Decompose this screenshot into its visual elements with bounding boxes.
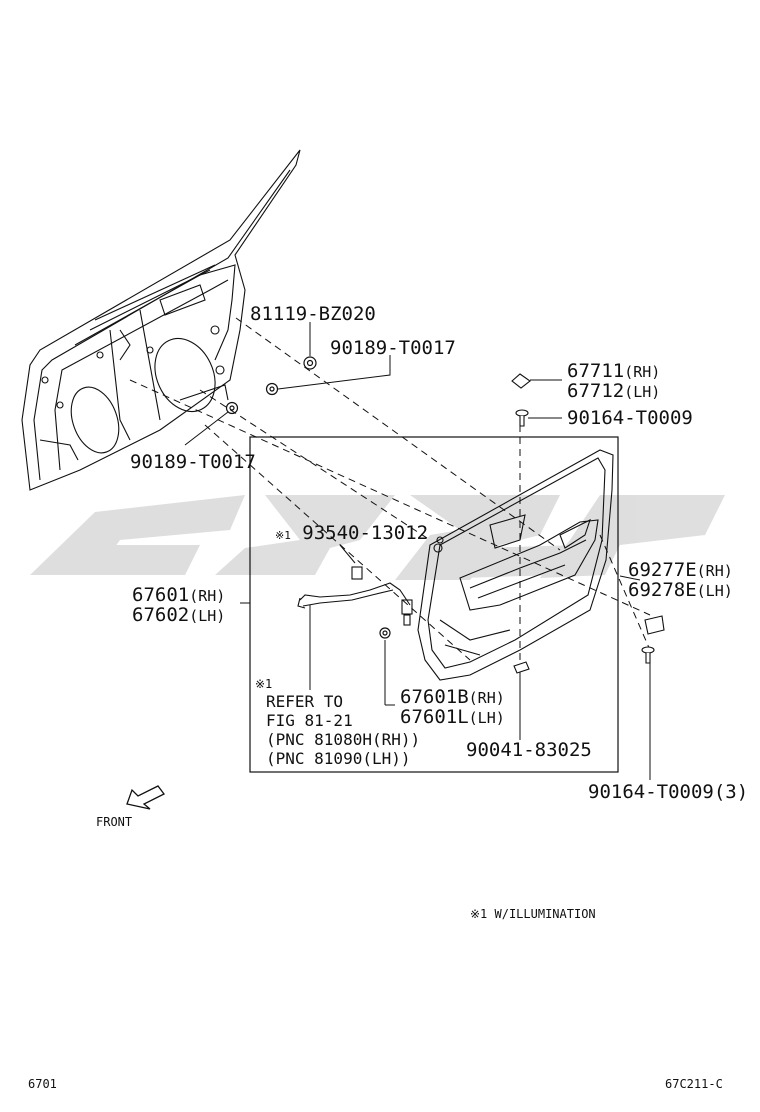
part-93540-number: 93540-13012 [302,522,429,544]
part-69277e-number: 69277E [628,559,697,581]
part-67602-suffix: (LH) [189,607,226,625]
cover-69277e-icon [644,615,665,635]
part-69277e-suffix: (RH) [696,562,733,580]
front-label: FRONT [96,815,133,829]
illumination-footnote: ※1 W/ILLUMINATION [470,907,596,921]
clip-90189-upper-icon [265,382,279,396]
part-67712-suffix: (LH) [624,383,661,401]
dashed-guide-lines [129,317,651,665]
clip-90189-lower-icon [225,401,239,415]
leader-lines [184,322,651,780]
refer-note-line2: FIG 81-21 [266,711,353,730]
part-69278e-suffix: (LH) [696,582,733,600]
part-90041-label: 90041-83025 [466,739,592,761]
detail-box [249,436,619,773]
screw-90164-top-icon [515,409,529,427]
clip-67601b-icon [379,627,391,639]
part-67601-number: 67601 [132,584,190,606]
part-67601l-label: 67601L(LH) [400,708,505,727]
part-67601b-number: 67601B [400,686,469,708]
figure-code: 67C211-C [665,1077,723,1091]
wire-harness [297,566,413,626]
part-90189-upper-label: 90189-T0017 [330,337,456,359]
part-69277e-label: 69277E(RH) [628,561,733,580]
part-69278e-label: 69278E(LH) [628,581,733,600]
part-67711-label: 67711(RH) [567,362,660,381]
part-69278e-number: 69278E [628,579,697,601]
cap-67711-icon [511,373,531,389]
part-90164-top-label: 90164-T0009 [567,407,693,429]
door-frame [21,149,301,491]
part-67601b-suffix: (RH) [468,689,505,707]
part-67601-label: 67601(RH) [132,586,225,605]
part-90164-bottom-label: 90164-T0009(3) [588,781,749,803]
front-arrow-icon [126,785,165,810]
screw-90164-bottom-icon [641,646,655,664]
fastener-81119-icon [303,356,317,370]
door-trim-panel [417,449,614,681]
refer-note-line4: (PNC 81090(LH)) [266,749,411,768]
part-67601b-label: 67601B(RH) [400,688,505,707]
part-67601l-number: 67601L [400,706,469,728]
nut-90041-icon [513,661,530,674]
part-93540-label: ※1 93540-13012 [275,524,428,543]
page-number: 6701 [28,1077,57,1091]
refer-note-mark: ※1 [255,677,273,691]
part-93540-mark: ※1 [275,529,291,542]
part-67601l-suffix: (LH) [468,709,505,727]
part-67601-suffix: (RH) [189,587,226,605]
part-67711-number: 67711 [567,360,625,382]
part-67712-label: 67712(LH) [567,382,660,401]
refer-note-line1: REFER TO [266,692,344,711]
refer-note-line3: (PNC 81080H(RH)) [266,730,421,749]
part-81119-label: 81119-BZ020 [250,303,376,325]
part-67602-number: 67602 [132,604,190,626]
part-67602-label: 67602(LH) [132,606,225,625]
part-67712-number: 67712 [567,380,625,402]
part-90189-lower-label: 90189-T0017 [130,451,256,473]
part-67711-suffix: (RH) [624,363,661,381]
